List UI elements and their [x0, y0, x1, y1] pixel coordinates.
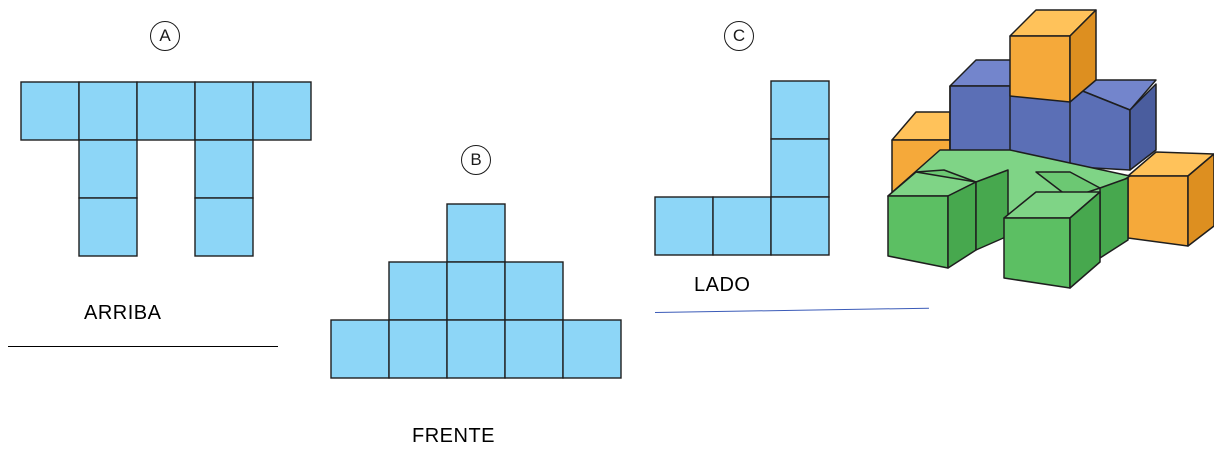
- view-c-caption: LADO: [694, 274, 751, 296]
- answer-line-a: [8, 346, 278, 347]
- view-b-front-grid: [330, 203, 622, 379]
- view-b-caption: FRENTE: [412, 425, 495, 447]
- view-a-caption: ARRIBA: [84, 302, 162, 324]
- grid-cell: [446, 319, 506, 379]
- grid-cell: [252, 81, 312, 141]
- grid-cell: [78, 197, 138, 257]
- view-c-side-grid: [654, 80, 830, 256]
- view-a-letter-badge: A: [150, 21, 180, 51]
- grid-cell: [20, 81, 80, 141]
- answer-line-c: [654, 307, 929, 313]
- grid-cell: [388, 319, 448, 379]
- grid-cell: [330, 319, 390, 379]
- grid-cell: [136, 81, 196, 141]
- orange-cube-right: [1127, 151, 1214, 247]
- grid-cell: [562, 319, 622, 379]
- view-a-top-grid: [20, 81, 312, 257]
- green-cube-front-right: [1003, 191, 1101, 289]
- view-b-letter-badge: B: [461, 145, 491, 175]
- grid-cell: [770, 196, 830, 256]
- view-c-letter-badge: C: [724, 21, 754, 51]
- grid-cell: [194, 139, 254, 199]
- green-cube-front-left: [887, 171, 977, 269]
- orange-cube-top: [1009, 9, 1097, 103]
- grid-cell: [770, 80, 830, 140]
- grid-cell: [446, 203, 506, 263]
- cube-structure-3d: [887, 9, 1214, 289]
- grid-cell: [654, 196, 714, 256]
- grid-cell: [770, 138, 830, 198]
- grid-cell: [194, 197, 254, 257]
- grid-cell: [712, 196, 772, 256]
- grid-cell: [504, 261, 564, 321]
- grid-cell: [446, 261, 506, 321]
- grid-cell: [388, 261, 448, 321]
- grid-cell: [504, 319, 564, 379]
